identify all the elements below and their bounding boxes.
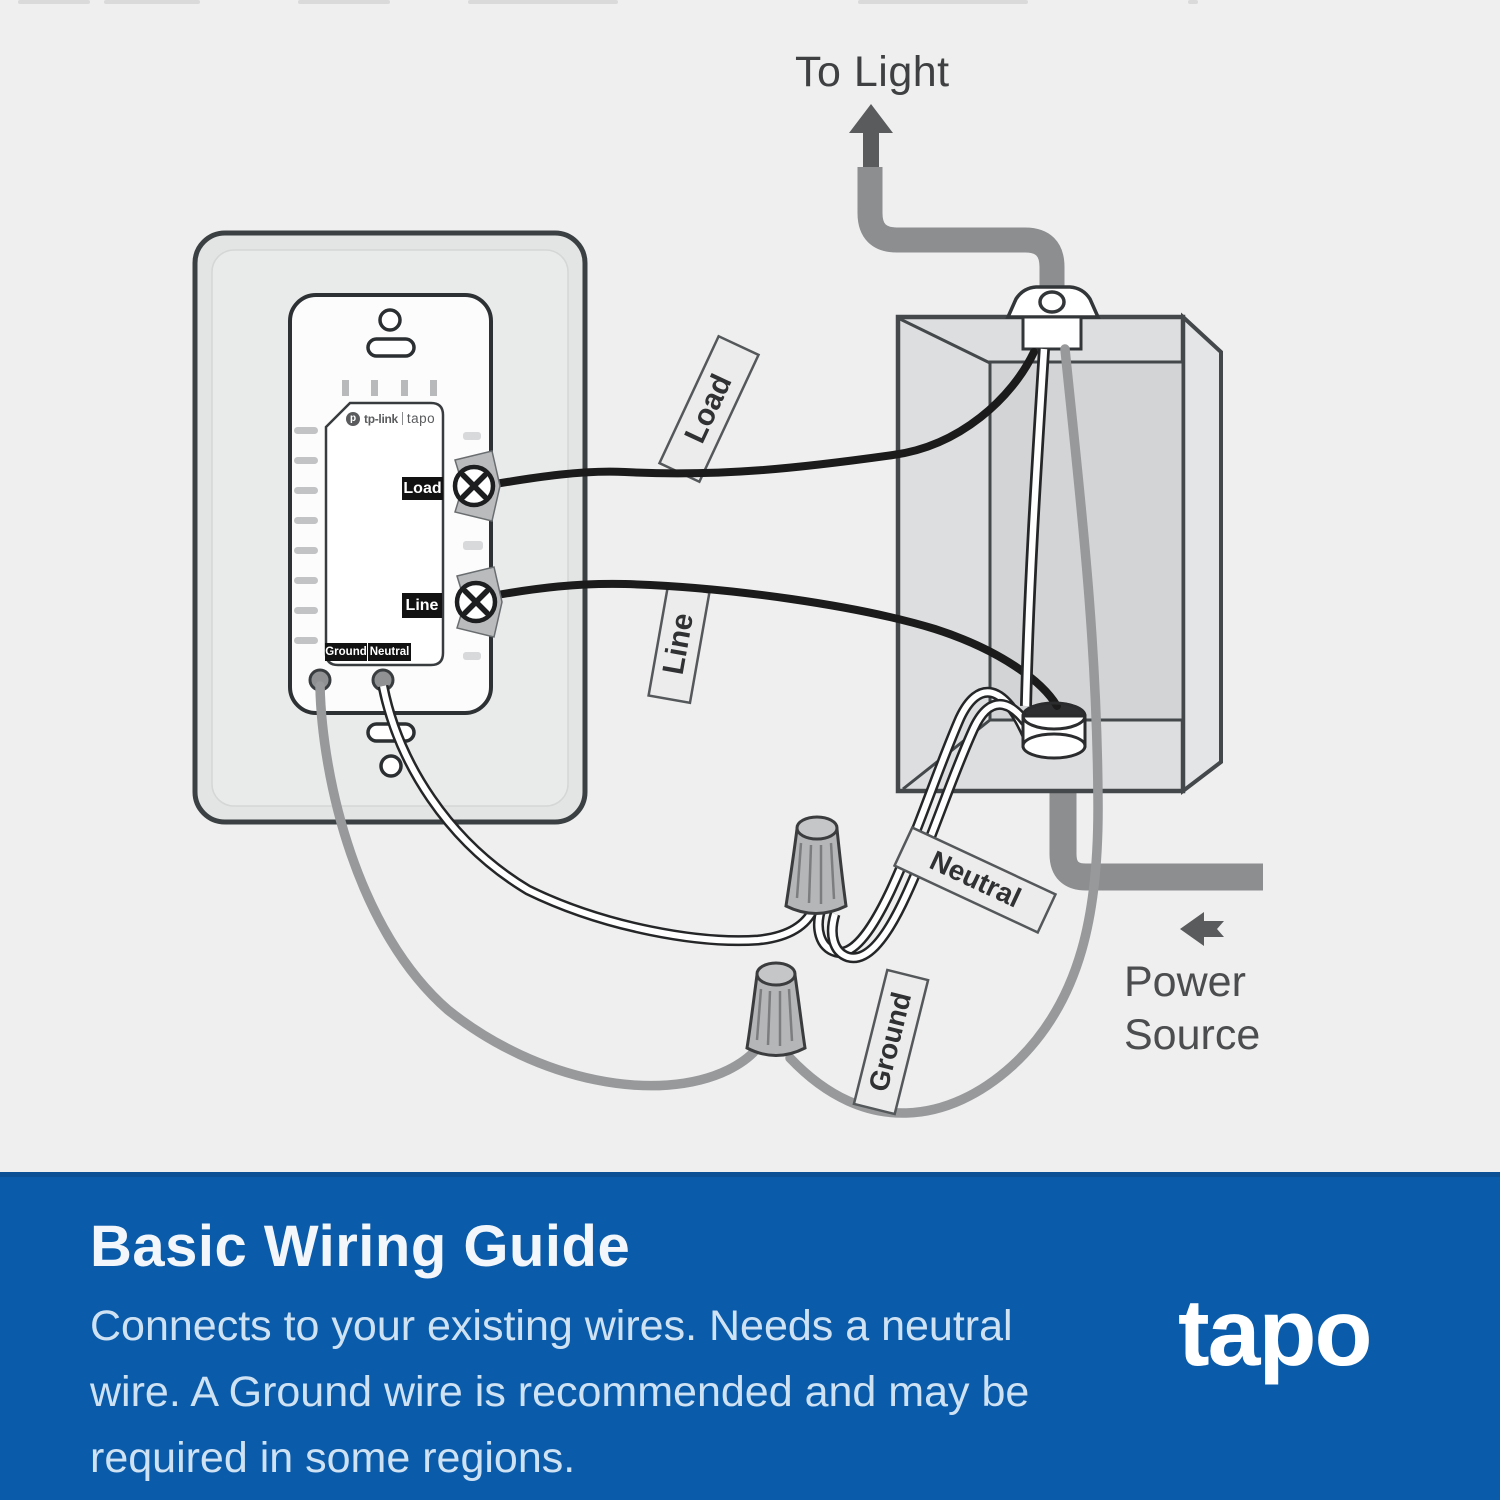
terminal-label-neutral: Neutral (368, 643, 411, 661)
cable-bushing (1021, 701, 1087, 760)
cropped-artifact (858, 0, 1028, 4)
power-source-label: Power Source (1124, 958, 1261, 1059)
brand-tapo: tapo (406, 411, 436, 426)
vent-tick (371, 380, 378, 396)
footer-description-line: Connects to your existing wires. Needs a… (90, 1302, 1013, 1350)
cropped-artifact (18, 0, 90, 4)
bushing-rim (1021, 701, 1087, 731)
switch-face (324, 401, 445, 667)
mounting-slot-top (366, 337, 416, 358)
clamp-block (1021, 315, 1083, 351)
mounting-screw-hole-top (378, 308, 402, 332)
to-light-label: To Light (795, 48, 950, 96)
tag-load: Load (657, 334, 761, 484)
to-light-conduit (857, 167, 1065, 303)
neutral-wire (380, 685, 817, 944)
cropped-artifact (298, 0, 390, 4)
footer-band: Basic Wiring Guide Connects to your exis… (0, 1172, 1500, 1500)
footer-description-line: required in some regions. (90, 1434, 576, 1482)
neutral-wire (1022, 348, 1048, 707)
vent-tick (401, 380, 408, 396)
footer-description-line: wire. A Ground wire is recommended and m… (90, 1368, 1030, 1416)
tapo-logo: tapo (1178, 1280, 1373, 1386)
wall-plate (192, 230, 588, 825)
heatsink-fins (294, 427, 318, 644)
terminal-strip-dashes (463, 432, 483, 660)
power-conduit (1049, 786, 1263, 891)
ground-wire (315, 681, 773, 1091)
device-brand: p tp-link tapo (346, 409, 435, 428)
terminal-label-ground: Ground (325, 643, 367, 661)
terminal-label-line: Line (402, 593, 442, 618)
line-wire (476, 579, 1061, 710)
wire-nut-neutral (784, 815, 848, 915)
tag-line: Line (647, 583, 711, 705)
footer-title: Basic Wiring Guide (90, 1214, 631, 1279)
brand-divider (401, 412, 403, 425)
line-terminal-screw (454, 580, 498, 624)
wire-nut-ridges (755, 988, 794, 1046)
cropped-artifact (104, 0, 200, 4)
wire-nut-ridges (795, 842, 836, 904)
terminal-label-load: Load (402, 477, 443, 500)
ground-wire (785, 344, 1103, 1118)
brand-tp-link: tp-link (364, 411, 398, 426)
footer-description: Connects to your existing wires. Needs a… (90, 1293, 1029, 1491)
vent-tick (430, 380, 437, 396)
junction-box-side (1181, 312, 1223, 796)
wire-nut-ground (745, 961, 807, 1057)
left-arrow-icon (1180, 912, 1224, 946)
mounting-screw-hole-bottom (379, 754, 403, 778)
load-wire (474, 348, 1038, 491)
bushing-bottom (1021, 732, 1087, 760)
up-arrow-icon (849, 104, 893, 167)
cropped-artifact (1188, 0, 1198, 4)
tp-link-logo-icon: p (346, 411, 360, 426)
clamp-hole (1038, 290, 1066, 314)
cropped-artifact (468, 0, 618, 4)
tag-ground: Ground (852, 968, 930, 1116)
cable-clamp (1005, 285, 1101, 351)
vent-tick (342, 380, 349, 396)
junction-box-edge (899, 317, 991, 365)
terminals (452, 450, 503, 638)
load-terminal-screw (452, 464, 496, 508)
